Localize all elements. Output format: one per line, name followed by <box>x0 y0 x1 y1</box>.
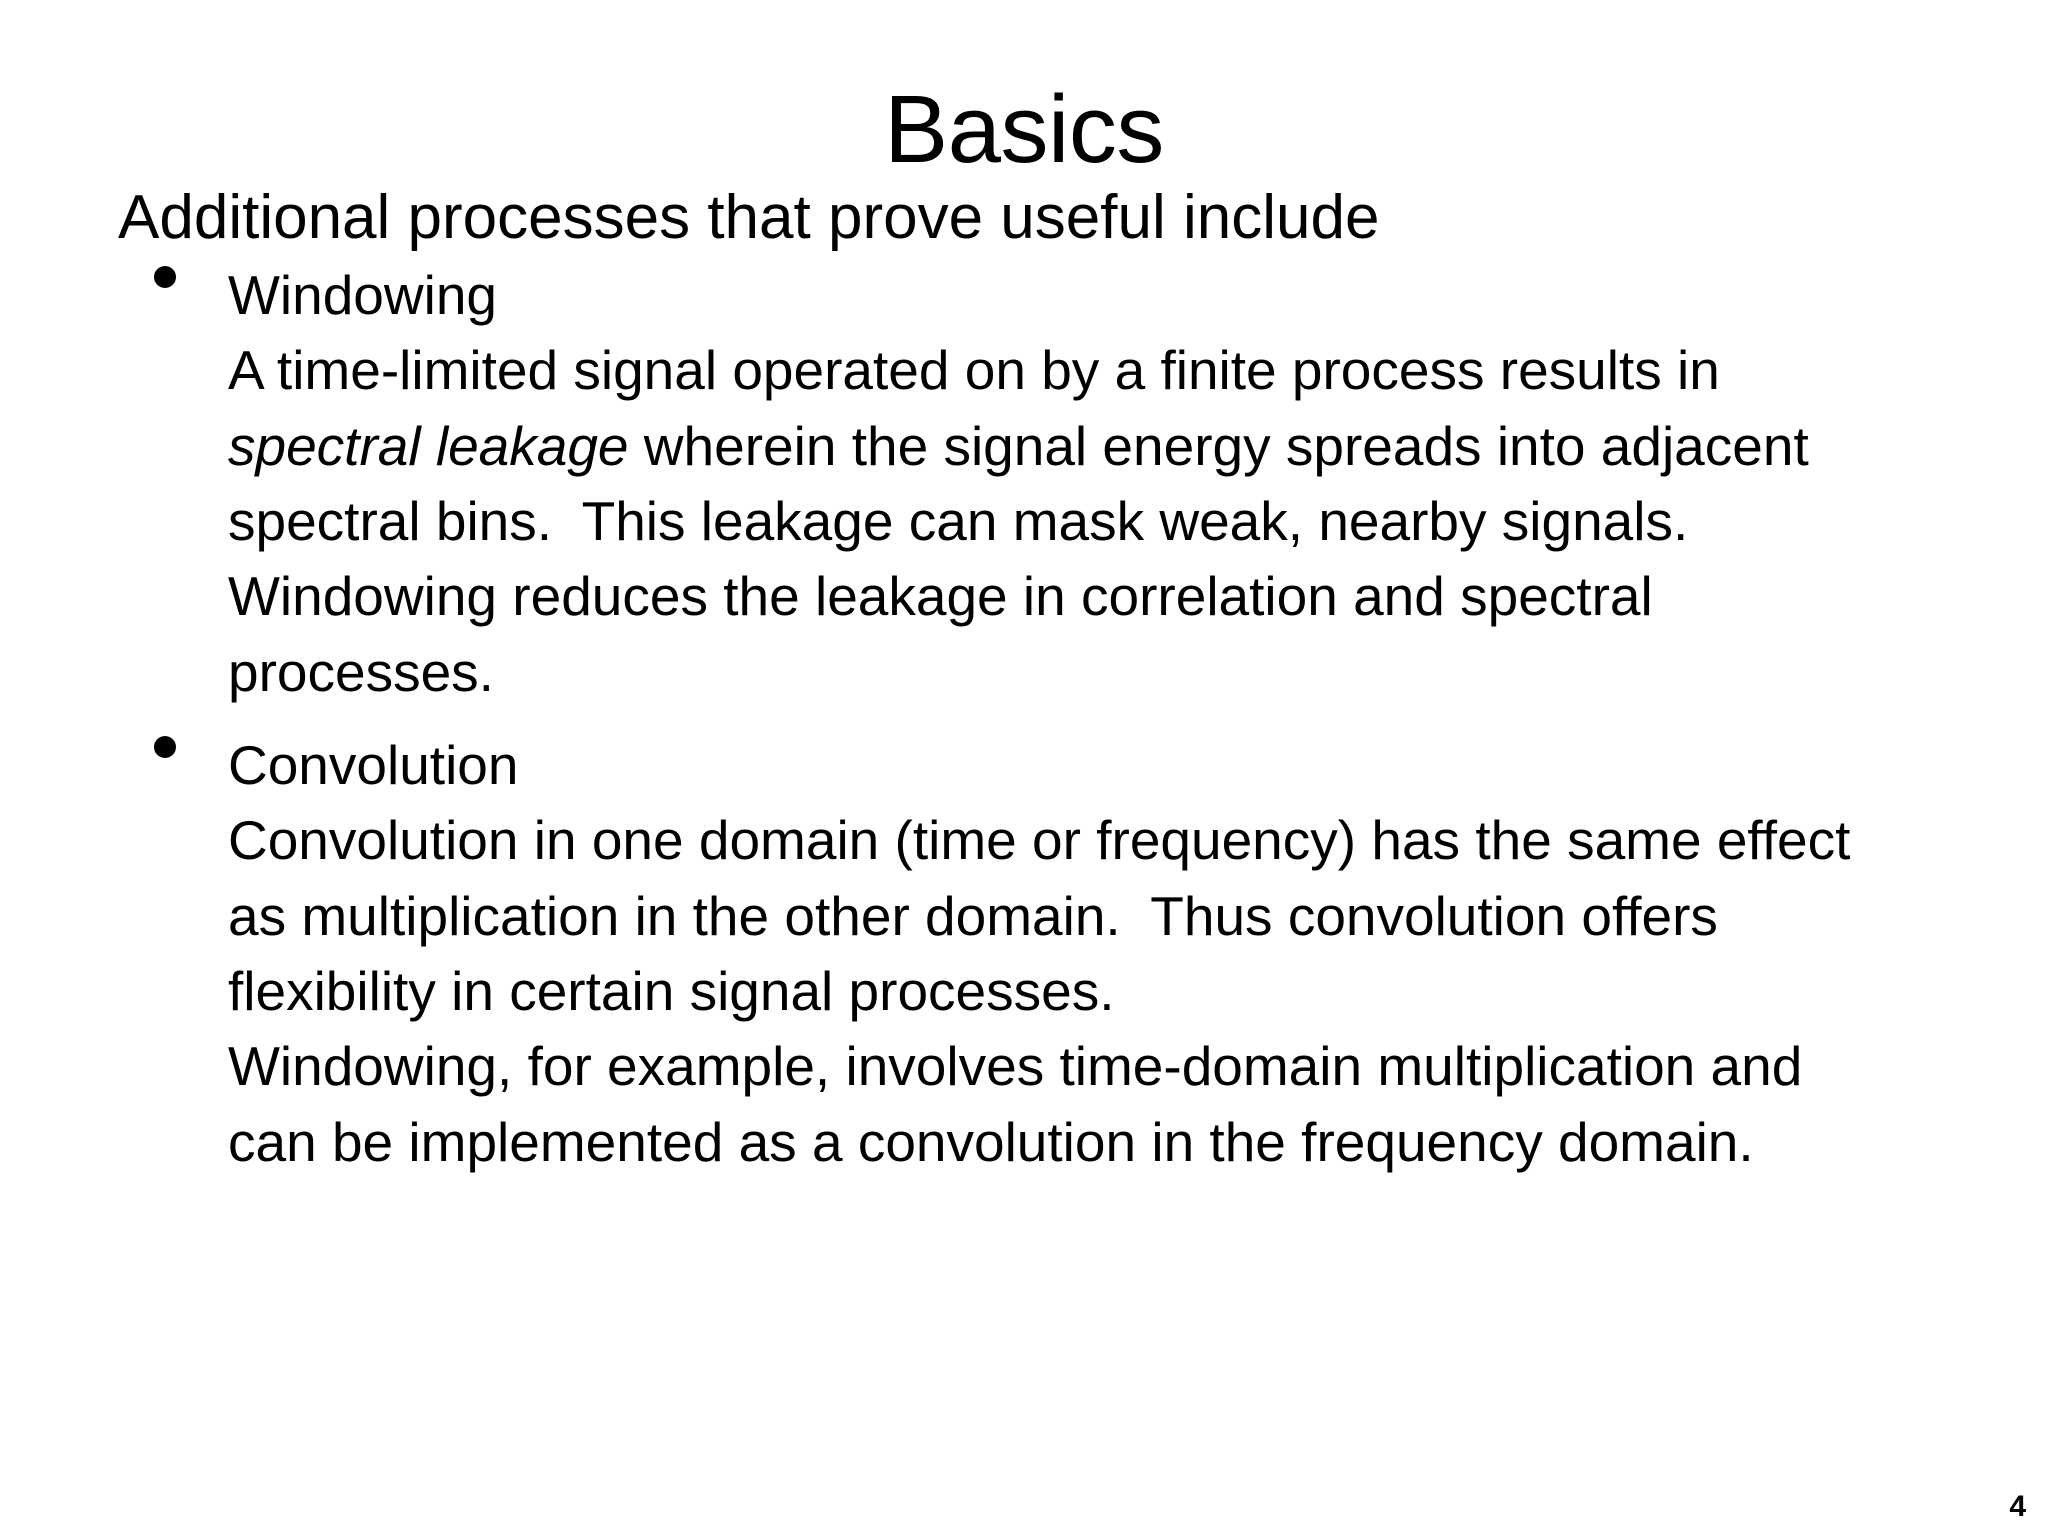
bullet-list: Windowing A time-limited signal operated… <box>0 258 2048 1180</box>
bullet-point-icon <box>154 735 176 758</box>
body-line: flexibility in certain signal processes. <box>228 954 2048 1029</box>
list-item: Windowing A time-limited signal operated… <box>154 258 2048 710</box>
bullet-heading: Convolution <box>228 733 519 796</box>
body-text-run: Windowing reduces the leakage in correla… <box>228 565 1653 628</box>
body-line: spectral leakage wherein the signal ener… <box>228 409 2048 484</box>
body-text-run-italic: spectral leakage <box>228 414 629 477</box>
body-text-run: spectral bins. This leakage can mask wea… <box>228 489 1689 552</box>
body-text-run: Windowing, for example, involves time-do… <box>228 1035 1803 1098</box>
body-text-run: Convolution in one domain (time or frequ… <box>228 809 1851 872</box>
list-item: Convolution Convolution in one domain (t… <box>154 728 2048 1180</box>
bullet-body-text: A time-limited signal operated on by a f… <box>228 333 2048 710</box>
body-line: as multiplication in the other domain. T… <box>228 879 2048 954</box>
page-number: 4 <box>2009 1490 2026 1523</box>
body-text-run: wherein the signal energy spreads into a… <box>628 414 1809 477</box>
body-line: Windowing reduces the leakage in correla… <box>228 559 2048 634</box>
body-text-run: processes. <box>228 640 494 703</box>
body-text-run: as multiplication in the other domain. T… <box>228 884 1718 947</box>
body-line: Convolution in one domain (time or frequ… <box>228 803 2048 878</box>
bullet-heading: Windowing <box>228 263 498 326</box>
body-line: processes. <box>228 635 2048 710</box>
body-line: Windowing, for example, involves time-do… <box>228 1029 2048 1104</box>
body-line: A time-limited signal operated on by a f… <box>228 333 2048 408</box>
lead-paragraph: Additional processes that prove useful i… <box>118 183 1380 252</box>
body-text-run: can be implemented as a convolution in t… <box>228 1110 1754 1173</box>
bullet-body-text: Convolution in one domain (time or frequ… <box>228 803 2048 1180</box>
page-title: Basics <box>884 76 1164 184</box>
bullet-point-icon <box>154 265 176 288</box>
body-line: can be implemented as a convolution in t… <box>228 1105 2048 1180</box>
slide-body: Additional processes that prove useful i… <box>0 182 2048 1180</box>
body-text-run: A time-limited signal operated on by a f… <box>228 339 1720 402</box>
body-text-run: flexibility in certain signal processes. <box>228 960 1115 1022</box>
body-line: spectral bins. This leakage can mask wea… <box>228 484 2048 559</box>
